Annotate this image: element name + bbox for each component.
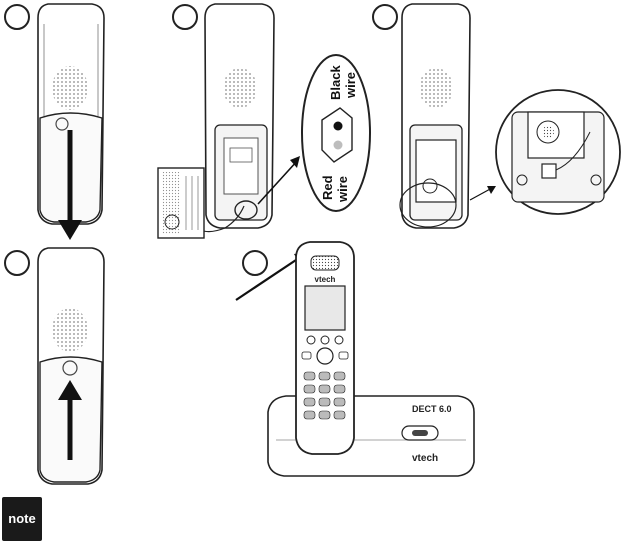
red-wire-label-2: wire: [335, 176, 350, 203]
step-4-badge: [4, 250, 30, 276]
step3-battery-installed: [400, 4, 620, 228]
speaker-grille: [52, 308, 88, 352]
wire-callout: Black wire Red wire: [302, 55, 370, 211]
red-wire-label-1: Red: [320, 175, 335, 200]
step-3-badge: [372, 4, 398, 30]
navigation-key[interactable]: [317, 348, 333, 364]
step2-open-handset: [158, 4, 300, 238]
off-key[interactable]: [339, 352, 348, 359]
zoom-detail: [496, 90, 620, 214]
step1-handset-back: [38, 4, 104, 240]
speaker-grille: [52, 66, 88, 110]
note-badge: note: [2, 497, 42, 541]
speaker-grille: [223, 68, 257, 108]
step-5-badge: [242, 250, 268, 276]
zoom-arrow-icon: [470, 186, 496, 200]
base-brand-label: vtech: [412, 453, 438, 464]
step-2-badge: [172, 4, 198, 30]
black-wire-label-1: Black: [328, 65, 343, 100]
charging-handset: vtech: [296, 242, 354, 454]
black-wire-dot: [334, 122, 343, 131]
black-wire-label-2: wire: [343, 72, 358, 99]
red-wire-dot: [334, 141, 343, 150]
speaker-grille: [419, 68, 453, 108]
base-model-label: DECT 6.0: [412, 404, 452, 414]
handset-screen: [305, 286, 345, 330]
step-1-badge: [4, 4, 30, 30]
step5-charging: DECT 6.0 vtech vtech: [236, 242, 474, 476]
battery-pack: [158, 168, 204, 238]
step4-close-cover: [38, 248, 104, 484]
installed-battery: [416, 140, 456, 202]
handset-brand-label: vtech: [315, 275, 336, 284]
earpiece-icon: [311, 256, 339, 270]
talk-key[interactable]: [302, 352, 311, 359]
